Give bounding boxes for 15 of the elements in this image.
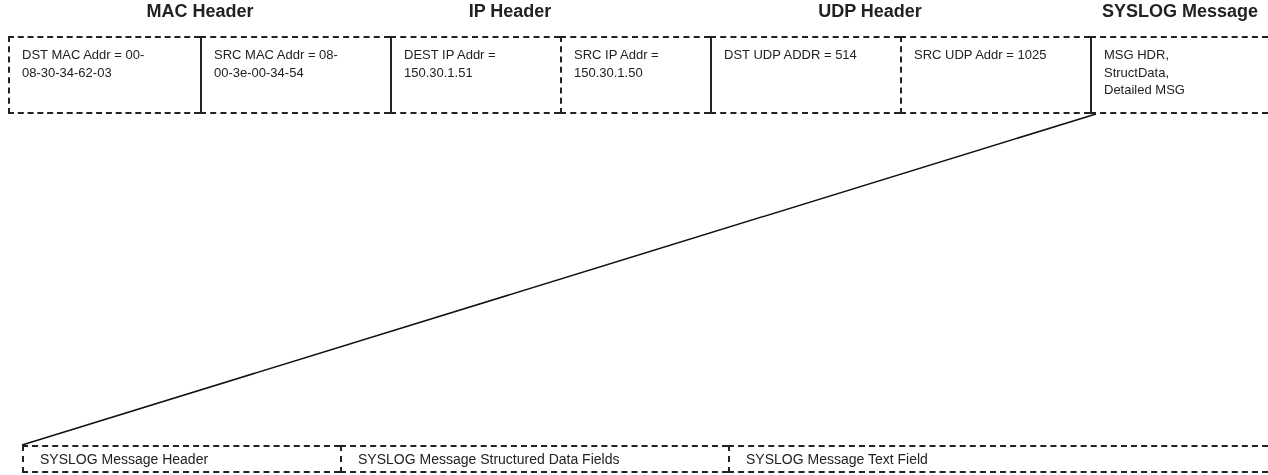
field-cell: DEST IP Addr = 150.30.1.51 <box>390 36 560 114</box>
connector-line <box>21 113 1097 446</box>
field-cell: DST UDP ADDR = 514 <box>710 36 900 114</box>
field-cell: SYSLOG Message Text Field <box>728 445 1268 473</box>
field-cell: SRC IP Addr = 150.30.1.50 <box>560 36 710 114</box>
group-heading: MAC Header <box>146 2 254 20</box>
field-cell: SRC MAC Addr = 08-00-3e-00-34-54 <box>200 36 390 114</box>
field-cell: SYSLOG Message Header <box>22 445 340 473</box>
group-heading: SYSLOG Message <box>1101 2 1259 20</box>
field-cell: MSG HDR, StructData, Detailed MSG <box>1090 36 1268 114</box>
field-cell: SRC UDP Addr = 1025 <box>900 36 1090 114</box>
group-heading: UDP Header <box>818 2 922 20</box>
group-heading: IP Header <box>468 2 552 20</box>
field-cell: DST MAC Addr = 00-08-30-34-62-03 <box>8 36 200 114</box>
field-cell: SYSLOG Message Structured Data Fields <box>340 445 728 473</box>
